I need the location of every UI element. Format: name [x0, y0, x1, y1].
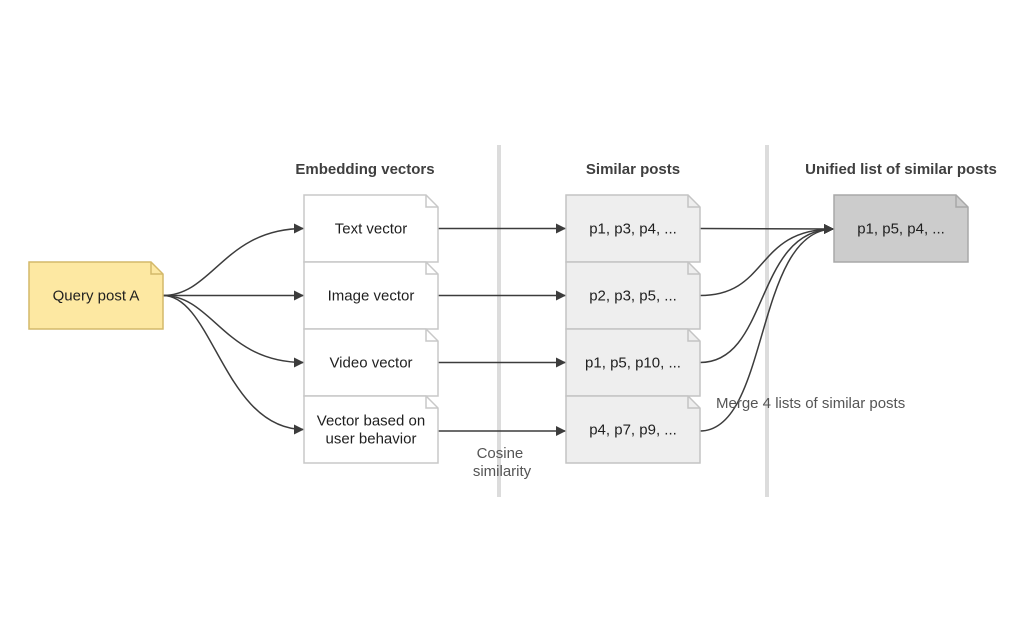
similar-posts-node-label: p4, p7, p9, ... — [589, 422, 677, 439]
vector-node-fold — [425, 396, 438, 409]
vector-node-fold — [425, 329, 438, 342]
vector-node: Image vector — [303, 261, 439, 330]
query-post-node-label: Query post A — [53, 288, 140, 305]
query-post-node-shape — [28, 261, 164, 330]
similar-posts-node: p1, p3, p4, ... — [565, 194, 701, 263]
column-title-embedding: Embedding vectors — [295, 161, 434, 178]
edge-similar-to-unified — [699, 224, 835, 364]
vector-node-shape — [303, 328, 439, 397]
edge-query-to-vector — [162, 223, 305, 297]
vector-node-label-line: Image vector — [328, 288, 415, 305]
vector-node-fold — [425, 195, 438, 208]
similar-posts-node-shape — [565, 395, 701, 464]
similar-posts-node-label: p1, p3, p4, ... — [589, 221, 677, 238]
query-post-node-fold — [150, 262, 163, 275]
similar-posts-node-fold — [687, 195, 700, 208]
vector-node: Text vector — [303, 194, 439, 263]
edge-query-to-vector — [162, 294, 305, 435]
similar-posts-node-fold — [687, 396, 700, 409]
cosine-similarity-label: Cosine similarity — [473, 445, 532, 480]
vector-node-shape — [303, 261, 439, 330]
vector-node-label-line: Vector based on — [317, 413, 425, 430]
similar-posts-node-shape — [565, 194, 701, 263]
column-title-unified: Unified list of similar posts — [805, 161, 997, 178]
similar-posts-node-fold — [687, 262, 700, 275]
edge-similar-to-unified — [699, 224, 835, 432]
column-title-similar: Similar posts — [586, 161, 680, 178]
similar-posts-node-fold — [687, 329, 700, 342]
vector-node-shape — [303, 194, 439, 263]
vector-node-fold — [425, 262, 438, 275]
unified-list-node-label: p1, p5, p4, ... — [857, 221, 945, 238]
similar-posts-node-shape — [565, 328, 701, 397]
vector-node-label-line: Video vector — [329, 355, 412, 372]
edge-similar-to-unified — [699, 223, 835, 234]
similar-posts-node: p4, p7, p9, ... — [565, 395, 701, 464]
edge-similar-to-unified — [699, 224, 835, 297]
vector-node: Video vector — [303, 328, 439, 397]
cosine-label-line: similarity — [473, 463, 532, 480]
vector-node-label: Video vector — [329, 355, 412, 372]
vector-node-label-line: Text vector — [335, 221, 408, 238]
similar-posts-node-label: p1, p5, p10, ... — [585, 355, 681, 372]
vector-node-label-line: user behavior — [326, 431, 417, 448]
vector-node-label: Image vector — [328, 288, 415, 305]
similar-posts-node-label: p2, p3, p5, ... — [589, 288, 677, 305]
unified-list-node-shape — [833, 194, 969, 263]
vector-node-label: Text vector — [335, 221, 408, 238]
merge-label: Merge 4 lists of similar posts — [716, 395, 905, 412]
unified-list-node-fold — [955, 195, 968, 208]
similar-posts-node: p1, p5, p10, ... — [565, 328, 701, 397]
vector-node-shape — [303, 395, 439, 464]
unified-list-node: p1, p5, p4, ... — [833, 194, 969, 263]
similar-posts-node: p2, p3, p5, ... — [565, 261, 701, 330]
similar-posts-node-shape — [565, 261, 701, 330]
cosine-label-line: Cosine — [477, 445, 524, 462]
edge-query-to-vector — [162, 294, 305, 368]
edges — [162, 223, 835, 436]
query-post-node: Query post A — [28, 261, 164, 330]
